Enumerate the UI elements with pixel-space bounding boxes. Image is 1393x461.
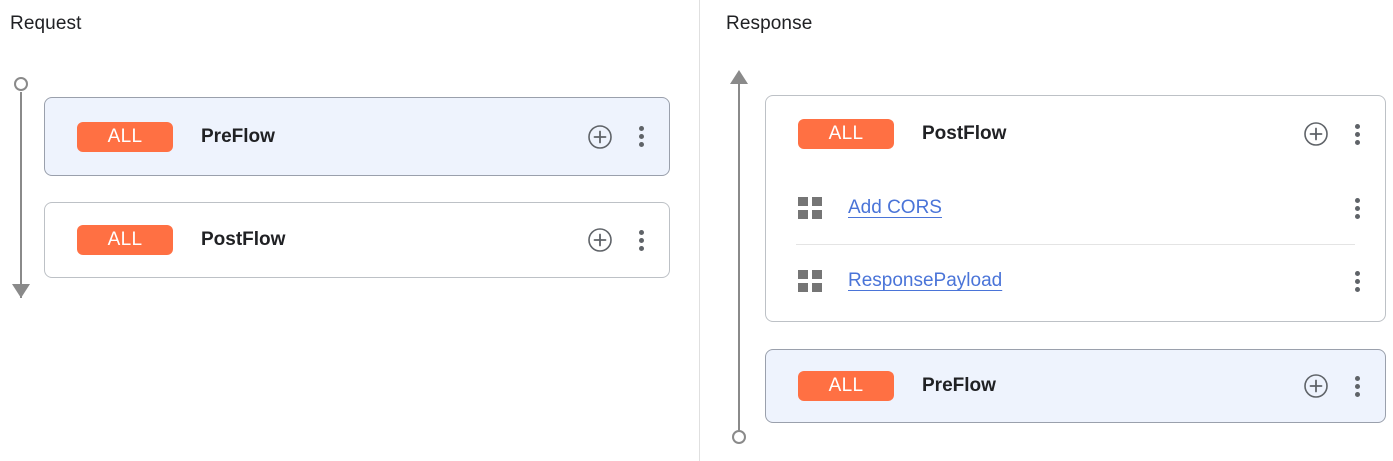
flow-header-row: ALL PreFlow [766, 350, 1385, 422]
plus-circle-icon[interactable] [1303, 121, 1329, 147]
response-panel-title: Response [726, 13, 813, 34]
response-flow-connector [724, 70, 754, 448]
policy-divider [796, 244, 1355, 245]
policy-link[interactable]: Add CORS [848, 197, 942, 218]
connector-line [738, 84, 740, 434]
flow-card-request-postflow[interactable]: ALL PostFlow [44, 202, 670, 278]
connector-arrow-up-icon [730, 70, 748, 84]
connector-end-circle-icon [732, 430, 746, 444]
more-vert-icon[interactable] [631, 227, 651, 253]
grid-policy-icon [798, 197, 822, 219]
more-vert-icon[interactable] [1347, 195, 1367, 221]
policy-row[interactable]: Add CORS [766, 172, 1385, 244]
status-badge: ALL [798, 371, 894, 401]
status-badge: ALL [77, 121, 173, 152]
status-badge: ALL [798, 119, 894, 149]
flow-name-label: PostFlow [922, 123, 1007, 144]
response-panel: Response [699, 0, 1393, 461]
policy-link[interactable]: ResponsePayload [848, 270, 1003, 291]
more-vert-icon[interactable] [1347, 373, 1367, 399]
flow-name-label: PostFlow [201, 229, 286, 250]
flow-header-row: ALL PostFlow [45, 203, 669, 277]
flow-card-request-preflow[interactable]: ALL PreFlow [44, 97, 670, 176]
more-vert-icon[interactable] [1347, 268, 1367, 294]
grid-policy-icon [798, 270, 822, 292]
flow-card-response-preflow[interactable]: ALL PreFlow [765, 349, 1386, 423]
plus-circle-icon[interactable] [587, 227, 613, 253]
flow-name-label: PreFlow [201, 125, 275, 147]
connector-line [20, 92, 22, 298]
flow-header-row: ALL PreFlow [45, 98, 669, 175]
more-vert-icon[interactable] [631, 124, 651, 150]
connector-arrow-down-icon [12, 284, 30, 298]
request-panel-title: Request [10, 13, 82, 34]
status-badge: ALL [77, 225, 173, 255]
flow-card-response-postflow[interactable]: ALL PostFlow Add CORS [765, 95, 1386, 322]
plus-circle-icon[interactable] [587, 124, 613, 150]
connector-start-circle-icon [14, 77, 28, 91]
flow-name-label: PreFlow [922, 375, 996, 396]
request-panel: Request ALL PreFlow [6, 13, 670, 306]
more-vert-icon[interactable] [1347, 121, 1367, 147]
request-flow-connector [6, 76, 36, 306]
flow-header-row: ALL PostFlow [766, 96, 1385, 172]
plus-circle-icon[interactable] [1303, 373, 1329, 399]
policy-row[interactable]: ResponsePayload [766, 245, 1385, 317]
